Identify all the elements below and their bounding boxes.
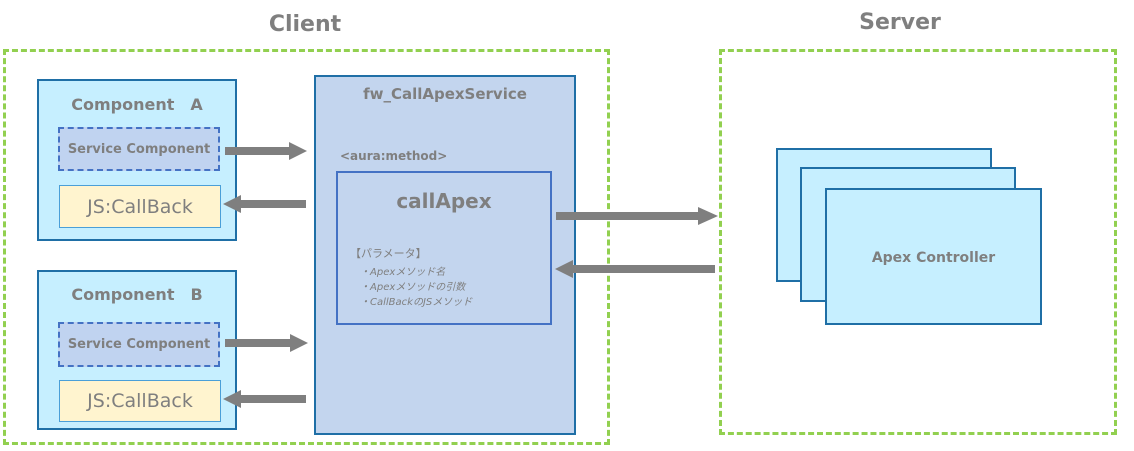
arrow-service-b-to-call-service bbox=[225, 334, 308, 352]
param-item: ・Apexメソッドの引数 bbox=[360, 282, 466, 293]
component-a-box: Component A Service Component JS:CallBac… bbox=[37, 79, 237, 241]
component-b-service-component: Service Component bbox=[58, 322, 220, 367]
arrow-server-to-callapex bbox=[555, 260, 715, 278]
apex-controller-label: Apex Controller bbox=[871, 250, 996, 266]
parameters-title: 【パラメータ】 bbox=[350, 247, 427, 260]
server-region bbox=[719, 49, 1117, 435]
server-title: Server bbox=[859, 10, 941, 35]
param-item: ・CallBackのJSメソッド bbox=[360, 297, 473, 308]
param-item: ・Apexメソッド名 bbox=[360, 267, 446, 278]
client-region bbox=[3, 49, 610, 445]
component-b-js-callback: JS:CallBack bbox=[59, 380, 221, 422]
callapex-title: callApex bbox=[396, 189, 492, 213]
arrow-callapex-to-server bbox=[556, 207, 718, 225]
component-a-js-callback: JS:CallBack bbox=[59, 185, 221, 228]
aura-method-label: <aura:method> bbox=[340, 149, 448, 163]
apex-controller-box: Apex Controller bbox=[825, 188, 1042, 325]
component-a-title: Component A bbox=[71, 95, 203, 114]
component-b-box: Component B Service Component JS:CallBac… bbox=[37, 270, 237, 430]
call-apex-service-box: fw_CallApexService <aura:method> callApe… bbox=[314, 75, 576, 435]
call-apex-service-title: fw_CallApexService bbox=[363, 85, 527, 103]
arrow-call-service-to-callback-b bbox=[223, 390, 306, 408]
component-b-title: Component B bbox=[71, 285, 203, 304]
callapex-box: callApex 【パラメータ】 ・Apexメソッド名 ・Apexメソッドの引数… bbox=[336, 171, 552, 325]
arrow-call-service-to-callback-a bbox=[223, 195, 306, 213]
client-title: Client bbox=[268, 12, 342, 37]
component-a-service-component: Service Component bbox=[58, 127, 220, 171]
arrow-service-a-to-call-service bbox=[225, 142, 307, 160]
